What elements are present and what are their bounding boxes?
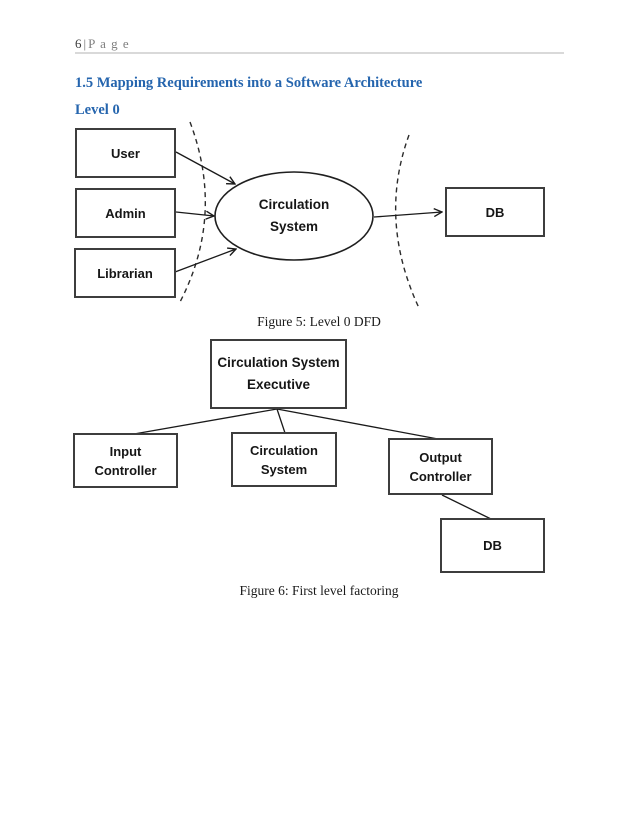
module-label-line2: Executive [246,377,311,392]
header-page-label: P a g e [88,36,130,51]
page-header: 6|P a g e [75,36,130,52]
arrow-process-to-db [373,212,442,218]
module-label-line2: Controller [94,462,157,478]
header-separator: | [83,36,87,51]
arrow-librarian-to-process [174,249,236,273]
page-number: 6 [75,36,82,51]
figure5-caption: Figure 5: Level 0 DFD [257,314,381,329]
line-output-to-db [441,494,492,520]
module-box-executive: Circulation System Executive [210,339,347,409]
module-label: DB [483,538,502,553]
level-heading: Level 0 [75,102,120,118]
module-label-line2: Controller [409,468,472,484]
process-label: Circulation System [224,194,364,238]
entity-box-user: User [75,128,176,178]
module-box-output-controller: Output Controller [388,438,493,495]
header-rule [75,52,564,54]
module-label-line2: System [260,461,308,477]
module-label-line1: Circulation System [217,355,340,370]
module-box-db: DB [440,518,545,573]
module-box-circulation-system: Circulation System [231,432,337,487]
module-box-input-controller: Input Controller [73,433,178,488]
datastore-label: DB [485,204,505,220]
entity-label: Librarian [97,265,153,281]
figure6-caption: Figure 6: First level factoring [239,583,399,598]
boundary-arc-left [179,121,207,303]
process-label-line1: Circulation [258,197,330,212]
boundary-arc-right [394,134,420,309]
arrow-admin-to-process [175,212,214,216]
module-label-line1: Output [419,449,462,465]
module-label-line1: Circulation [250,442,318,458]
section-heading: 1.5 Mapping Requirements into a Software… [75,75,423,91]
line-exec-to-input [133,408,278,435]
entity-box-librarian: Librarian [74,248,176,298]
entity-label: User [111,145,140,161]
line-exec-to-circulation [276,408,286,434]
entity-box-admin: Admin [75,188,176,238]
entity-label: Admin [105,205,146,221]
line-exec-to-output [276,408,439,440]
module-label-line1: Input [109,443,142,459]
arrow-user-to-process [175,151,235,184]
datastore-box-db: DB [445,187,545,237]
process-label-line2: System [269,219,319,234]
